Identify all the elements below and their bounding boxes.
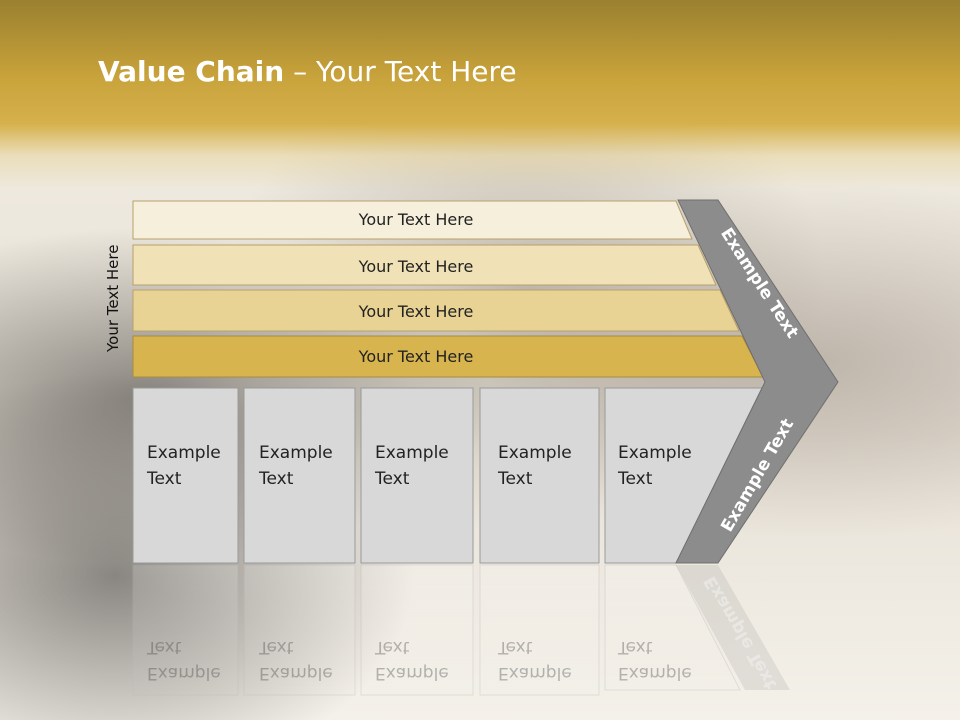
column-1-reflection-line1: Example — [147, 663, 221, 683]
column-2-reflection-line2: Text — [259, 637, 294, 657]
column-5-text: Example Text — [618, 440, 718, 492]
column-1-reflection-line2: Text — [147, 637, 182, 657]
column-3-line1: Example — [375, 443, 449, 463]
column-3-text: Example Text — [375, 440, 475, 492]
column-1-reflection: Example Text — [147, 634, 247, 686]
column-4-line2: Text — [498, 469, 533, 489]
column-4-reflection-line2: Text — [498, 637, 533, 657]
column-3-line2: Text — [375, 469, 410, 489]
column-1-text: Example Text — [147, 440, 247, 492]
column-4-text: Example Text — [498, 440, 598, 492]
header-band — [0, 0, 960, 190]
column-4-line1: Example — [498, 443, 572, 463]
column-3-reflection-line2: Text — [375, 637, 410, 657]
column-5-reflection-line1: Example — [618, 663, 692, 683]
bar-4-label: Your Text Here — [358, 347, 474, 366]
column-1-line2: Text — [147, 469, 182, 489]
column-2-text: Example Text — [259, 440, 359, 492]
reflection-group — [132, 564, 790, 696]
column-2 — [243, 387, 356, 564]
title-rest: – Your Text Here — [284, 55, 517, 88]
bar-3 — [132, 289, 740, 332]
bar-3-label: Your Text Here — [358, 302, 474, 321]
bar-2 — [132, 244, 717, 286]
column-5-line2: Text — [618, 469, 653, 489]
column-4-reflection-line1: Example — [498, 663, 572, 683]
column-1-line1: Example — [147, 443, 221, 463]
column-2-line1: Example — [259, 443, 333, 463]
column-3-reflection-line1: Example — [375, 663, 449, 683]
column-3-reflection: Example Text — [375, 634, 475, 686]
column-4 — [479, 387, 600, 564]
column-2-reflection: Example Text — [259, 634, 359, 686]
column-2-reflection-line1: Example — [259, 663, 333, 683]
column-1 — [132, 387, 239, 564]
bar-1 — [132, 200, 693, 240]
slide-title: Value Chain – Your Text Here — [98, 55, 517, 88]
column-4-reflection: Example Text — [498, 634, 598, 686]
column-3 — [360, 387, 474, 564]
bar-1-label: Your Text Here — [358, 210, 474, 229]
column-5-reflection-line2: Text — [618, 637, 653, 657]
chevron-arrow — [675, 199, 839, 564]
bar-2-label: Your Text Here — [358, 257, 474, 276]
column-2-line2: Text — [259, 469, 294, 489]
column-5-line1: Example — [618, 443, 692, 463]
column-5-reflection: Example Text — [618, 634, 718, 686]
title-bold: Value Chain — [98, 55, 285, 88]
